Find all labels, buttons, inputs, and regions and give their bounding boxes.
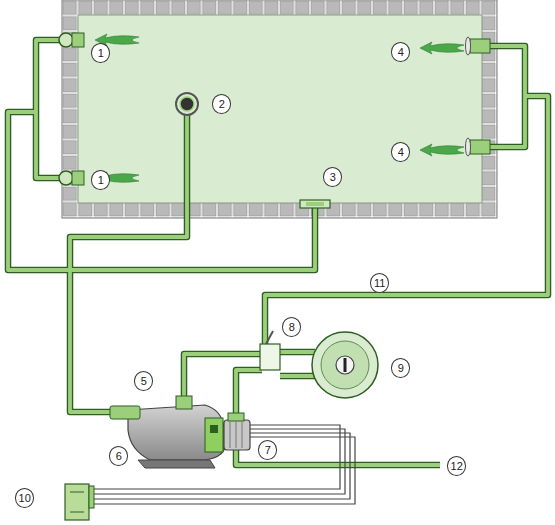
pipe-outline [70,115,187,412]
return-jet [466,37,491,156]
pipes [8,40,548,465]
pipe [280,350,315,354]
pipe [490,46,525,147]
pipe-outline [184,354,260,396]
pipe [265,96,548,344]
multiport-valve [260,331,280,370]
sand-filter [312,332,378,398]
callout-number: 12 [447,456,466,476]
skimmer [300,200,330,208]
callout-number: 7 [258,440,277,460]
pump [110,396,224,468]
callout-number: 9 [391,358,410,378]
callout-number: 5 [134,371,153,391]
callout-number: 8 [282,317,301,337]
pipe [184,354,260,396]
control-box [65,484,94,520]
pipe-outline [280,349,315,356]
callout-number: 10 [15,488,34,508]
pipe [36,40,66,178]
flow-arrow [420,144,464,156]
flow-arrow [420,42,464,54]
pipe-outline [265,96,548,344]
suction-fitting [59,33,84,185]
pipe-outline [280,373,318,380]
pipe-outline [490,46,525,147]
main-drain [176,93,198,115]
motor [224,413,250,450]
callout-number: 6 [109,446,128,466]
pipe [70,115,187,412]
pool-coping [62,0,497,218]
callout-number: 11 [370,273,389,293]
pipe-outline [8,112,315,270]
pipe-outline [36,40,66,178]
pipe [280,374,318,378]
flow-arrows [95,34,464,184]
pipe [8,112,315,270]
pool-water [78,15,482,203]
